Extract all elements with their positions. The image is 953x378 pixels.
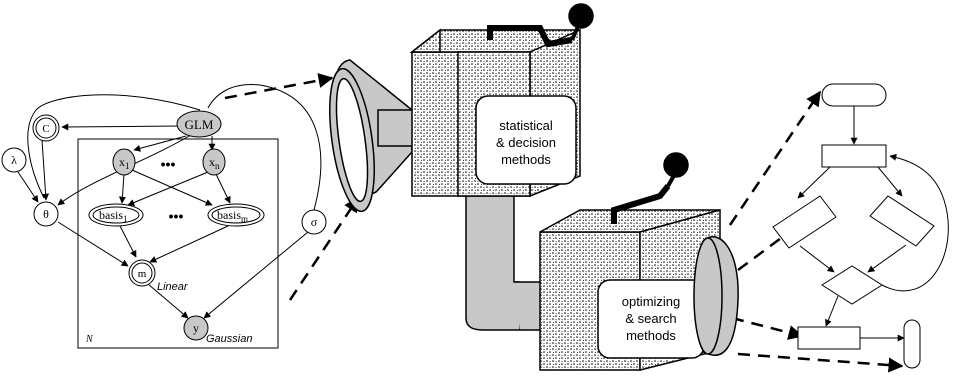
dots-top: ••• <box>161 156 176 172</box>
flow-process-box-1 <box>821 144 887 168</box>
glm-node <box>176 110 222 138</box>
c-node-inner <box>35 117 57 139</box>
top-screen <box>475 95 577 185</box>
x1-node <box>112 148 136 176</box>
flow-end-terminal <box>903 319 921 369</box>
bottom-crank-knob <box>663 152 689 178</box>
glm-label: GLM <box>185 117 214 132</box>
m-node-inner <box>131 262 153 284</box>
bottom-screen-line-3: methods <box>626 328 676 343</box>
top-screen-line-2: & decision <box>496 135 556 150</box>
flowchart <box>772 83 949 369</box>
flow-branch-left <box>772 195 837 249</box>
basism-node-inner <box>211 206 261 224</box>
plate-label: N <box>85 334 94 345</box>
top-screen-line-3: methods <box>501 152 551 167</box>
basis1-label: basis1 <box>99 208 128 224</box>
connector-pipe <box>465 194 521 331</box>
bayes-net <box>1 84 327 349</box>
y-node <box>183 315 209 341</box>
lambda-label: λ <box>11 153 17 167</box>
flow-branch-right <box>869 195 935 247</box>
theta-node <box>33 201 59 227</box>
sigma-label: σ <box>311 215 318 229</box>
dots-mid: ••• <box>169 208 184 224</box>
flow-process-box-2 <box>797 326 861 350</box>
sigma-node <box>301 209 327 235</box>
outer-loop-edge <box>27 94 201 199</box>
xn-label: xn <box>209 155 220 171</box>
basism-label: basism <box>217 208 248 224</box>
plate-box <box>77 138 279 349</box>
lambda-node <box>1 147 27 173</box>
theta-label: θ <box>43 207 49 221</box>
basis1-node-inner <box>92 206 140 224</box>
bottom-crank <box>611 184 671 224</box>
xn-node <box>202 148 226 176</box>
gaussian-annotation: Gaussian <box>206 333 252 345</box>
bottom-screen-line-1: optimizing <box>622 294 681 309</box>
machine-assembly <box>329 3 739 371</box>
c-label: C <box>42 123 49 135</box>
top-screen-line-1: statistical <box>499 118 553 133</box>
top-crank <box>487 25 573 48</box>
x1-label: x1 <box>119 155 130 171</box>
y-label: y <box>193 321 199 335</box>
bottom-screen-line-2: & search <box>625 311 676 326</box>
linear-annotation: Linear <box>157 281 189 293</box>
flow-start-terminal <box>821 83 887 107</box>
sigma-loop-edge <box>207 84 322 211</box>
flow-decision-diamond <box>821 265 883 305</box>
m-label: m <box>138 268 147 280</box>
top-crank-knob <box>568 3 594 29</box>
